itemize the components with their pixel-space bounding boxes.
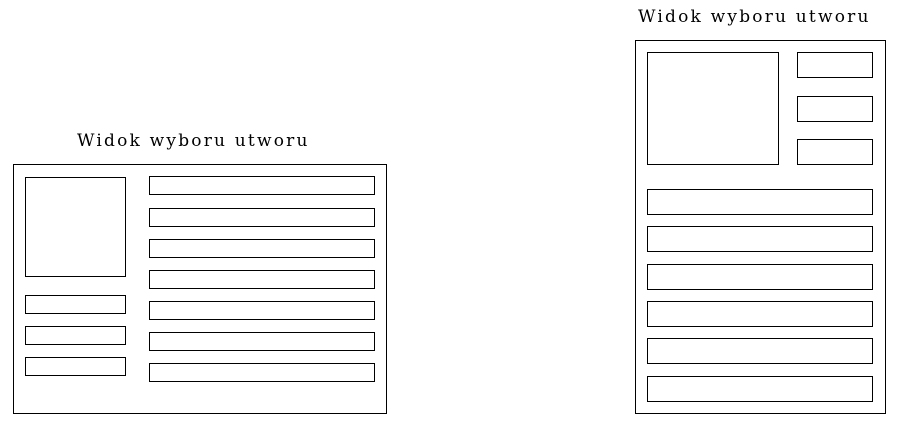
portrait-song-row-2[interactable] bbox=[647, 226, 873, 252]
portrait-screen-frame bbox=[635, 40, 886, 414]
landscape-song-row-5[interactable] bbox=[149, 301, 375, 320]
landscape-song-row-4[interactable] bbox=[149, 270, 375, 289]
portrait-view-title: Widok wyboru utworu bbox=[638, 7, 871, 27]
landscape-side-button-1[interactable] bbox=[25, 295, 126, 314]
portrait-side-button-1[interactable] bbox=[797, 52, 873, 78]
landscape-screen-frame bbox=[13, 164, 387, 414]
landscape-side-button-3[interactable] bbox=[25, 357, 126, 376]
landscape-song-row-1[interactable] bbox=[149, 176, 375, 195]
portrait-side-button-3[interactable] bbox=[797, 139, 873, 165]
portrait-song-row-6[interactable] bbox=[647, 376, 873, 402]
portrait-song-row-1[interactable] bbox=[647, 189, 873, 215]
portrait-side-button-2[interactable] bbox=[797, 96, 873, 122]
portrait-song-row-3[interactable] bbox=[647, 264, 873, 290]
landscape-song-row-7[interactable] bbox=[149, 363, 375, 382]
portrait-song-row-4[interactable] bbox=[647, 301, 873, 327]
landscape-cover-placeholder bbox=[25, 177, 126, 277]
portrait-song-row-5[interactable] bbox=[647, 338, 873, 364]
landscape-song-row-6[interactable] bbox=[149, 332, 375, 351]
landscape-side-button-2[interactable] bbox=[25, 326, 126, 345]
landscape-view-title: Widok wyboru utworu bbox=[77, 131, 310, 151]
portrait-cover-placeholder bbox=[647, 52, 779, 165]
landscape-song-row-3[interactable] bbox=[149, 239, 375, 258]
landscape-song-row-2[interactable] bbox=[149, 208, 375, 227]
